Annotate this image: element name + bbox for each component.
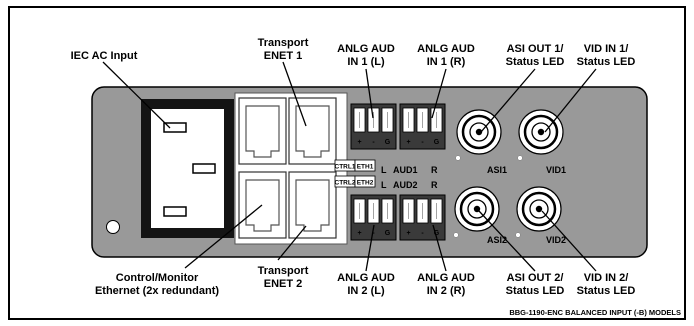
vid-in1-bnc — [517, 109, 564, 161]
iec-pin — [163, 206, 187, 217]
vid-in1-callout-line2: Status LED — [577, 56, 636, 68]
vid1-label: VID1 — [546, 165, 566, 175]
terminal-pin-label: - — [421, 139, 424, 146]
anlg-aud-in1-r-callout-line1: ANLG AUD — [417, 43, 475, 55]
rj45-jack — [238, 97, 287, 165]
anlg-aud-in2-r-callout-line2: IN 2 (R) — [427, 285, 466, 297]
aud1-l-label: L — [381, 165, 387, 175]
control-monitor-callout-line2: Ethernet (2x redundant) — [95, 285, 219, 297]
vid2-label: VID2 — [546, 235, 566, 245]
anlg-aud-in2-r-callout-line1: ANLG AUD — [417, 272, 475, 284]
terminal-pin-label: + — [406, 230, 410, 237]
iec-pin — [192, 163, 216, 174]
aud2-l-label: L — [381, 180, 387, 190]
rj45-jack — [238, 171, 287, 239]
bnc-connectors — [453, 109, 564, 238]
asi-out1-callout-line2: Status LED — [506, 56, 565, 68]
asi1-label: ASI1 — [487, 165, 507, 175]
aud1-l-terminal: + - G — [350, 103, 397, 150]
eth1-label: ETH1 — [357, 164, 374, 171]
iec-ac-input — [141, 99, 234, 238]
anlg-aud-in2-l-callout-line1: ANLG AUD — [337, 272, 395, 284]
aud2-l-terminal: + - G — [350, 194, 397, 241]
terminal-pin-label: - — [372, 230, 375, 237]
anlg-aud-in1-l-callout-line2: IN 1 (L) — [347, 56, 385, 68]
anlg-aud-in1-r-callout-line2: IN 1 (R) — [427, 56, 466, 68]
aud2-r-label: R — [431, 180, 438, 190]
control-monitor-callout-line1: Control/Monitor — [116, 272, 199, 284]
status-led — [455, 155, 461, 161]
asi-out2-bnc — [453, 186, 500, 238]
iec-pin — [163, 122, 187, 133]
terminal-pin-label: + — [357, 230, 361, 237]
status-led — [515, 232, 521, 238]
mounting-hole — [106, 220, 120, 234]
figure-border — [8, 6, 686, 320]
terminal-pin-label: + — [357, 139, 361, 146]
terminal-pin-label: G — [385, 139, 391, 146]
terminal-pin-label: - — [421, 230, 424, 237]
asi2-label: ASI2 — [487, 235, 507, 245]
status-led — [453, 232, 459, 238]
anlg-aud-in2-l-callout-line2: IN 2 (L) — [347, 285, 385, 297]
vid-in2-callout-line2: Status LED — [577, 285, 636, 297]
terminal-pin-label: G — [434, 230, 440, 237]
audio-terminal-blocks: + - G + - G + - G + - G — [350, 103, 446, 241]
transport-enet2-callout-line1: Transport — [258, 265, 309, 277]
vid-in2-callout-line1: VID IN 2/ — [584, 272, 629, 284]
terminal-pin-label: + — [406, 139, 410, 146]
asi-out2-callout-line1: ASI OUT 2/ — [507, 272, 564, 284]
ctrl2-label: CTRL2 — [335, 180, 356, 187]
terminal-pin-label: G — [385, 230, 391, 237]
aud1-r-terminal: + - G — [399, 103, 446, 150]
aud2-label: AUD2 — [393, 180, 418, 190]
transport-enet1-callout-line2: ENET 1 — [264, 50, 303, 62]
status-led — [517, 155, 523, 161]
anlg-aud-in1-l-callout-line1: ANLG AUD — [337, 43, 395, 55]
figure-caption: BBG-1190-ENC BALANCED INPUT (-B) MODELS — [509, 308, 681, 317]
eth2-label: ETH2 — [357, 180, 374, 187]
transport-enet1-callout-line1: Transport — [258, 37, 309, 49]
aud1-r-label: R — [431, 165, 438, 175]
asi-out2-callout-line2: Status LED — [506, 285, 565, 297]
terminal-pin-label: - — [372, 139, 375, 146]
iec-ac-input-callout: IEC AC Input — [71, 50, 138, 62]
ctrl1-label: CTRL1 — [335, 164, 356, 171]
rj45-jack — [288, 171, 337, 239]
ethernet-jack-block — [234, 92, 348, 245]
aud1-label: AUD1 — [393, 165, 418, 175]
transport-enet2-callout-line2: ENET 2 — [264, 278, 303, 290]
vid-in1-callout-line1: VID IN 1/ — [584, 43, 629, 55]
rj45-jack — [288, 97, 337, 165]
terminal-pin-label: G — [434, 139, 440, 146]
leader-lines — [102, 61, 597, 272]
ethernet-port-labels: CTRL1 ETH1 CTRL2 ETH2 — [335, 159, 376, 188]
aud2-r-terminal: + - G — [399, 194, 446, 241]
callout-labels: IEC AC Input Transport ENET 1 ANLG AUD I… — [71, 37, 636, 297]
asi-out1-callout-line1: ASI OUT 1/ — [507, 43, 564, 55]
